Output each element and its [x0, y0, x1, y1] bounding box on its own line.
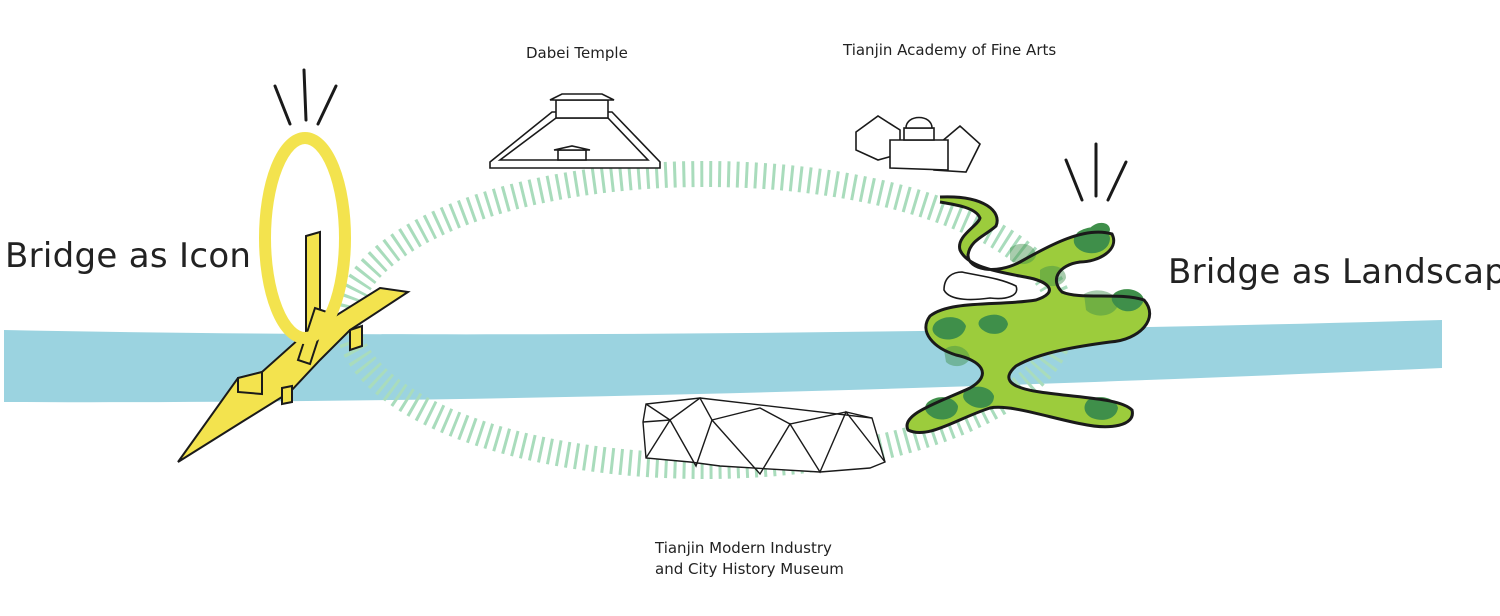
dabei-temple-illustration: [489, 93, 661, 169]
museum-label-line2: and City History Museum: [655, 560, 844, 578]
bridge-as-icon-heading: Bridge as Icon: [5, 236, 252, 276]
museum-illustration: [642, 396, 886, 476]
icon-bridge-deck-side: [237, 324, 363, 406]
river: [4, 320, 1442, 403]
academy-label: Tianjin Academy of Fine Arts: [843, 41, 1057, 59]
museum-label-line1: Tianjin Modern Industry: [655, 539, 832, 557]
landscape-attention-lines: [1064, 142, 1128, 202]
landscape-bridge: [905, 195, 1151, 435]
pavilion-illustration: [943, 271, 1018, 301]
icon-bridge: [177, 132, 411, 463]
bridge-as-landscape-heading: Bridge as Landscape: [1168, 252, 1500, 292]
icon-attention-lines: [273, 68, 338, 126]
icon-bridge-hoop: [259, 132, 351, 344]
museum-label: Tianjin Modern Industry and City History…: [655, 538, 844, 580]
dabei-temple-label: Dabei Temple: [526, 44, 628, 62]
academy-illustration: [855, 115, 981, 173]
landscape-outline: [905, 195, 1151, 435]
